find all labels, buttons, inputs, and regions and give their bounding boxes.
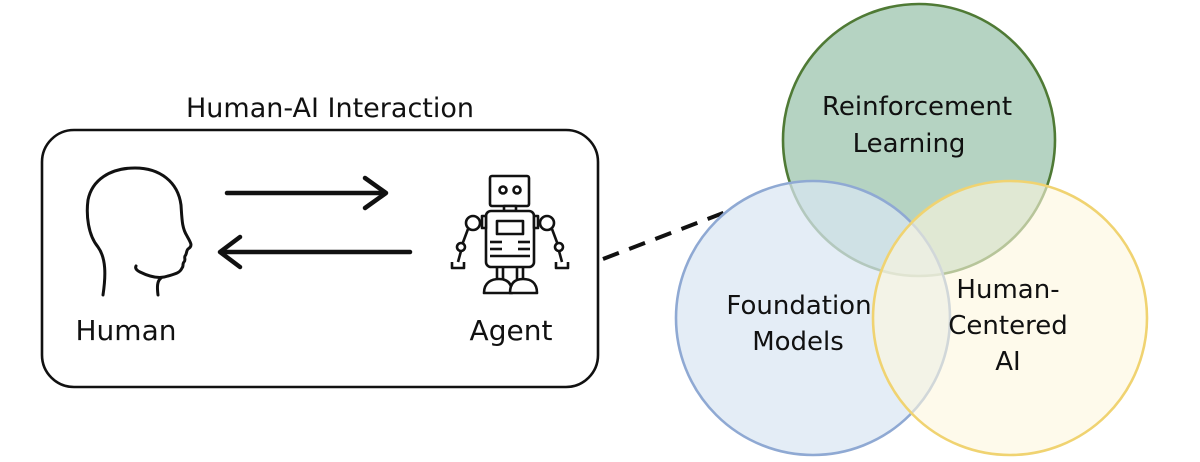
dashed-connector [602,208,732,261]
venn-label-hcai-3: AI [995,347,1020,377]
human-head-icon [85,166,193,297]
venn-label-hcai-1: Human- [956,275,1059,305]
robot-icon [450,174,570,295]
interaction-title: Human-AI Interaction [186,93,474,124]
arrow-to-human [217,234,413,270]
venn-label-rl-2: Learning [853,129,966,159]
human-label: Human [76,314,177,347]
venn-label-rl-1: Reinforcement [822,92,1012,122]
interaction-box [40,128,600,389]
agent-label: Agent [470,314,553,347]
arrow-to-agent [224,175,389,211]
venn-label-fm-1: Foundation [726,291,871,321]
venn-diagram: Reinforcement Learning Foundation Models… [674,2,1149,457]
venn-label-hcai-2: Centered [948,311,1067,341]
venn-circle-human-centered-ai [871,179,1149,457]
venn-label-fm-2: Models [752,327,844,357]
